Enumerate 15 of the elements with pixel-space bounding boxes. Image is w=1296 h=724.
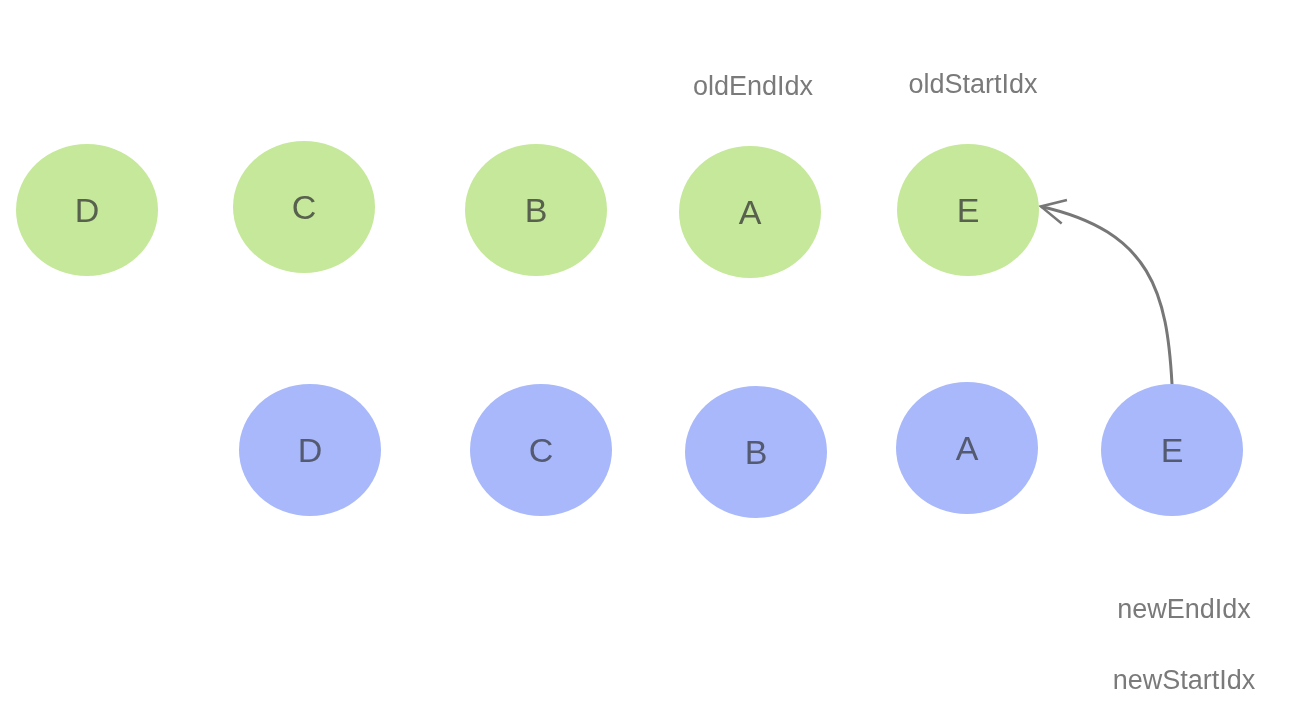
node-letter: D (297, 430, 323, 470)
node-letter: B (524, 190, 548, 230)
node-letter: A (955, 428, 979, 468)
node-letter: C (528, 430, 554, 470)
node-letter: B (744, 432, 768, 472)
index-pointer-label: newStartIdx (1112, 664, 1256, 696)
index-pointer-label: oldStartIdx (908, 68, 1038, 100)
node-letter: D (74, 190, 100, 230)
index-pointer-label: oldEndIdx (692, 70, 814, 102)
node-letter: E (1160, 430, 1184, 470)
node-letter: C (291, 187, 317, 227)
node-letter: A (738, 192, 762, 232)
index-pointer-label: newEndIdx (1117, 593, 1251, 625)
arrow (1039, 199, 1174, 385)
node-letter: E (956, 190, 980, 230)
